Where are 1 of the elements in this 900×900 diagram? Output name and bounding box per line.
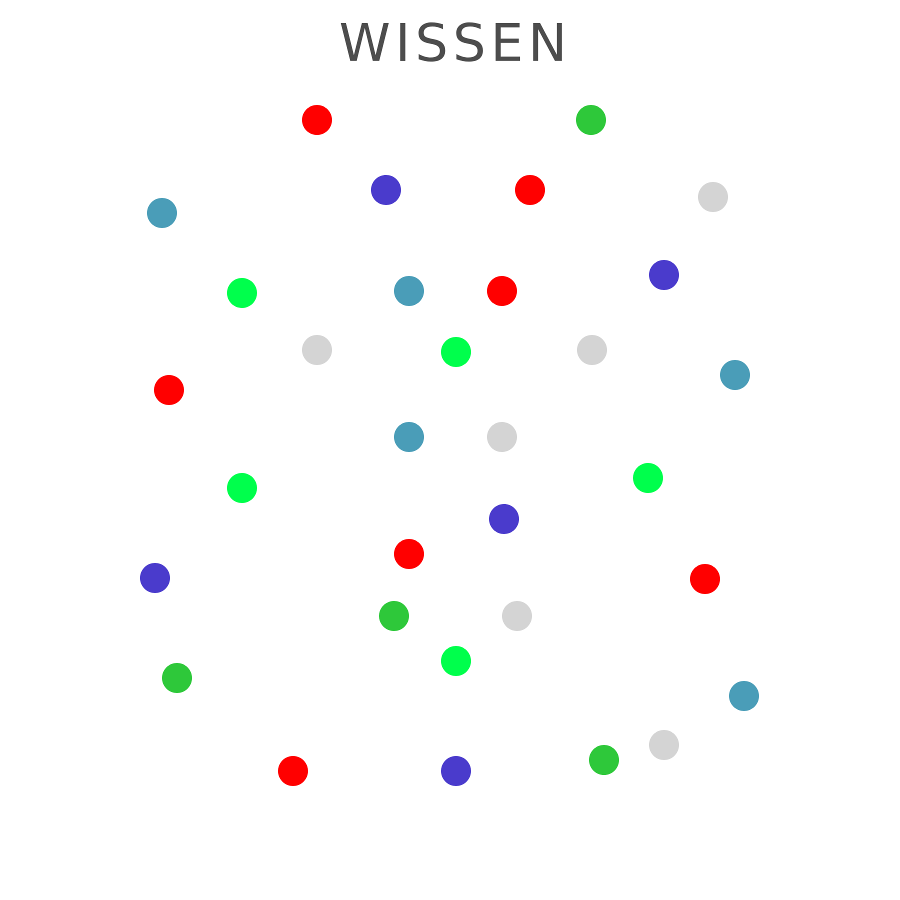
title: WISSEN bbox=[340, 22, 562, 62]
